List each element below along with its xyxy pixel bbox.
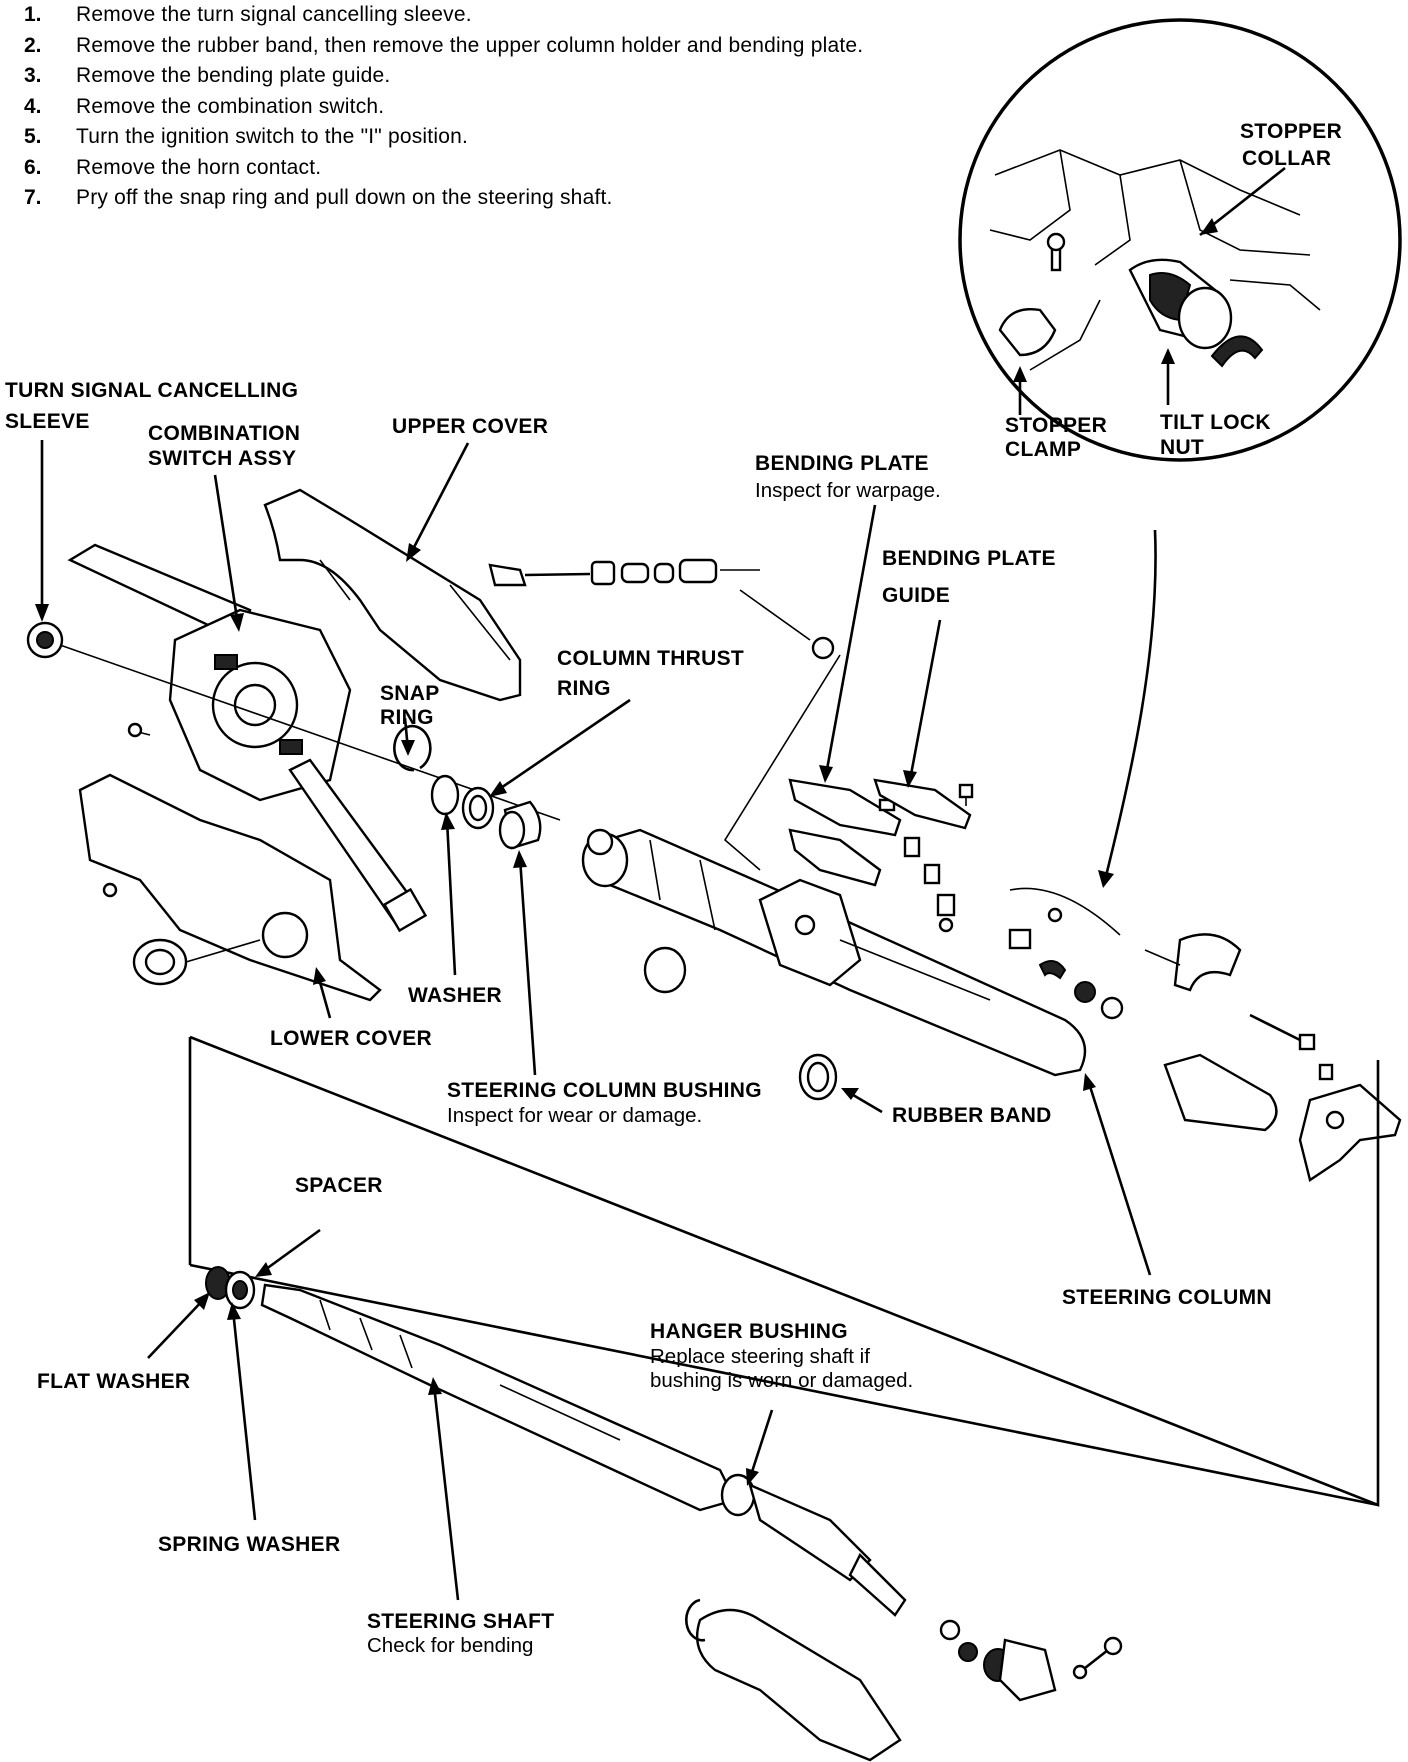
label-turn-signal-sleeve-1: TURN SIGNAL CANCELLING (5, 379, 298, 402)
detail-inset (958, 18, 1402, 888)
bending-plate-guide-part (873, 778, 974, 933)
note-steering-column-bushing: Inspect for wear or damage. (447, 1104, 702, 1127)
step-4: 4.Remove the combination switch. (24, 94, 385, 118)
label-spring-washer: SPRING WASHER (158, 1533, 340, 1556)
label-rubber-band: RUBBER BAND (892, 1104, 1052, 1127)
label-hanger-bushing: HANGER BUSHING (650, 1320, 848, 1343)
step-6: 6.Remove the horn contact. (24, 155, 322, 179)
label-snap-ring-1: SNAP (380, 682, 440, 705)
label-steering-column: STEERING COLUMN (1062, 1286, 1272, 1309)
label-upper-cover: UPPER COVER (392, 415, 548, 438)
label-tilt-lock-nut-2: NUT (1160, 436, 1204, 459)
bending-plate-part (788, 778, 902, 887)
rubber-band-part (798, 1053, 838, 1101)
upper-cover (263, 488, 522, 702)
bushing-part (498, 800, 542, 850)
note-bending-plate: Inspect for warpage. (755, 479, 941, 502)
step-7: 7.Pry off the snap ring and pull down on… (24, 186, 613, 209)
label-stopper-clamp-2: CLAMP (1005, 438, 1081, 461)
label-bending-plate: BENDING PLATE (755, 452, 929, 475)
label-column-thrust-ring-1: COLUMN THRUST (557, 647, 744, 670)
step-5: 5.Turn the ignition switch to the "I" po… (24, 125, 468, 148)
hanger-bushing-part (720, 1473, 907, 1617)
label-stopper-collar-2: COLLAR (1242, 147, 1331, 170)
label-bending-plate-guide-1: BENDING PLATE (882, 547, 1056, 570)
label-combination-switch-2: SWITCH ASSY (148, 447, 296, 470)
turn-signal-sleeve (26, 621, 64, 659)
steering-shaft-part (260, 1283, 737, 1512)
column-ring (643, 946, 687, 994)
lower-cover (78, 773, 382, 1002)
thrust-ring-part (461, 786, 495, 830)
note-hanger-bushing-1: Replace steering shaft if (650, 1345, 870, 1368)
note-steering-shaft: Check for bending (367, 1634, 533, 1657)
universal-joint-parts (939, 1619, 1123, 1702)
leader-lines (35, 440, 1152, 1601)
combination-switch-assy (67, 543, 428, 933)
label-steering-column-bushing: STEERING COLUMN BUSHING (447, 1079, 762, 1102)
spacer-part (224, 1270, 256, 1310)
label-spacer: SPACER (295, 1174, 383, 1197)
step-3: 3.Remove the bending plate guide. (24, 64, 391, 87)
label-stopper-collar-1: STOPPER (1240, 120, 1342, 143)
instruction-steps: 1.Remove the turn signal cancelling slee… (24, 0, 863, 214)
step-1: 1.Remove the turn signal cancelling slee… (24, 3, 472, 26)
label-tilt-lock-nut-1: TILT LOCK (1160, 411, 1271, 434)
label-flat-washer: FLAT WASHER (37, 1370, 190, 1393)
label-turn-signal-sleeve-2: SLEEVE (5, 410, 90, 433)
tilt-parts (1008, 887, 1334, 1081)
label-steering-shaft: STEERING SHAFT (367, 1610, 554, 1633)
steering-column-body (581, 828, 1087, 1077)
note-hanger-bushing-2: bushing is worn or damaged. (650, 1369, 913, 1392)
label-washer: WASHER (408, 984, 502, 1007)
washer-part (430, 774, 460, 816)
column-lower-tube (1163, 1053, 1402, 1182)
label-bending-plate-guide-2: GUIDE (882, 584, 950, 607)
label-snap-ring-2: RING (380, 706, 434, 729)
label-stopper-clamp-1: STOPPER (1005, 414, 1107, 437)
step-2: 2.Remove the rubber band, then remove th… (24, 33, 864, 57)
boot-part (685, 1598, 902, 1762)
label-combination-switch-1: COMBINATION (148, 422, 300, 445)
upper-bolt-set (488, 558, 835, 660)
lower-cover-ring (132, 938, 188, 986)
snap-ring-part (393, 724, 432, 772)
label-column-thrust-ring-2: RING (557, 677, 611, 700)
label-lower-cover: LOWER COVER (270, 1027, 432, 1050)
